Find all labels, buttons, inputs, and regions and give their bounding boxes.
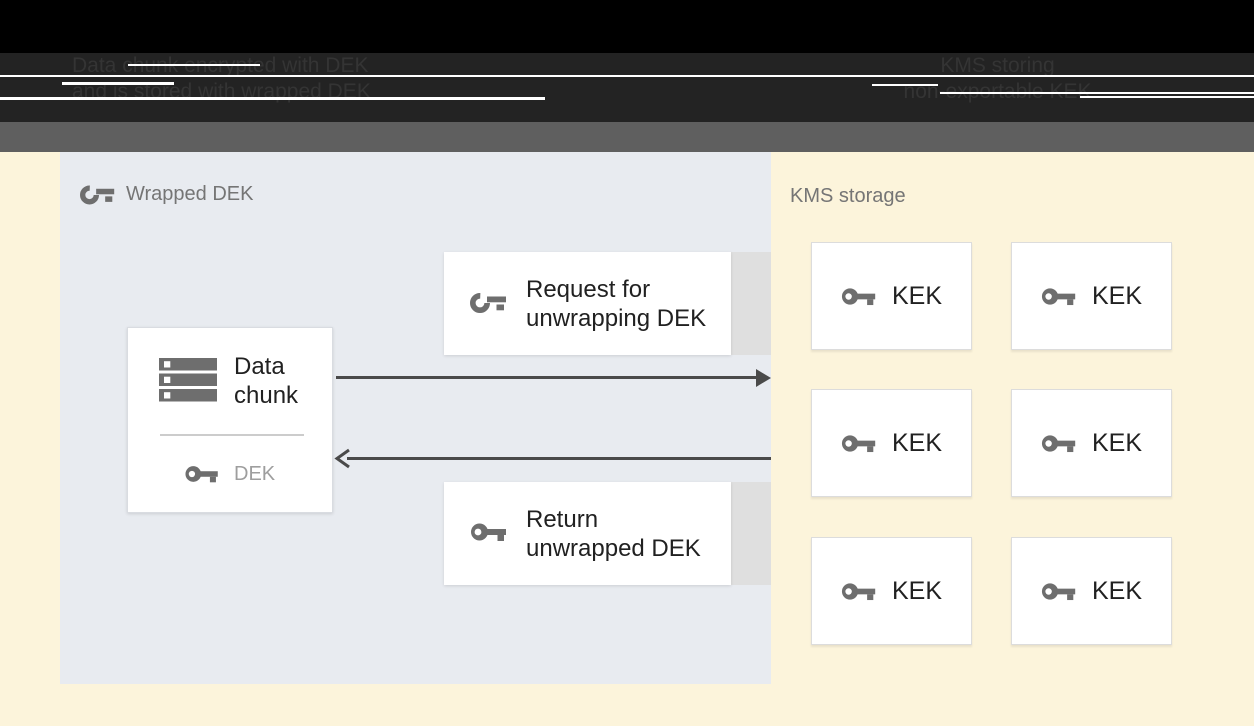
artifact-line (872, 84, 938, 86)
header-right-caption: KMS storing non-exportable KEK (895, 53, 1100, 105)
kek-label: KEK (1091, 576, 1143, 605)
key-icon (841, 431, 879, 456)
data-chunk-stack-icon (159, 358, 218, 402)
data-chunk-box: Data chunk DEK (127, 327, 333, 513)
request-unwrapping-dek-box: Request for unwrapping DEK (444, 252, 731, 355)
wrapped-dek-panel: Wrapped DEK Data chunk DEK Request for u… (60, 152, 771, 684)
kek-box: KEK (1011, 537, 1172, 645)
request-arrow (336, 368, 771, 388)
wrapped-dek-panel-title: Wrapped DEK (126, 183, 254, 205)
return-arrow (334, 448, 771, 470)
artifact-line (1080, 96, 1254, 98)
kek-box: KEK (1011, 242, 1172, 350)
data-chunk-label: Data chunk (234, 353, 299, 409)
data-chunk-divider (160, 434, 304, 436)
wrapped-key-icon (470, 288, 510, 316)
wrapped-key-icon (80, 180, 118, 208)
key-icon (1041, 284, 1079, 309)
kek-box: KEK (811, 537, 972, 645)
key-icon (184, 462, 222, 486)
artifact-line (940, 92, 1254, 94)
key-icon (1041, 431, 1079, 456)
artifact-line (0, 97, 545, 100)
kek-label: KEK (1091, 428, 1143, 457)
dek-label: DEK (234, 463, 276, 485)
request-box-label: Request for unwrapping DEK (526, 276, 707, 332)
gray-divider-bar (0, 122, 1254, 152)
key-icon (841, 284, 879, 309)
artifact-line (0, 75, 1254, 77)
arrowhead-right-icon (756, 369, 771, 387)
kek-label: KEK (1091, 281, 1143, 310)
header-caption-zone (0, 0, 1254, 122)
kek-label: KEK (891, 281, 943, 310)
return-box-label: Return unwrapped DEK (526, 506, 701, 562)
arrowhead-left-icon (334, 448, 350, 469)
kek-label: KEK (891, 428, 943, 457)
kek-box: KEK (1011, 389, 1172, 497)
header-right-caption-line2: non-exportable KEK (903, 80, 1092, 103)
artifact-line (62, 82, 174, 85)
key-icon (470, 518, 510, 546)
key-icon (841, 579, 879, 604)
kms-storage-title: KMS storage (790, 185, 906, 207)
header-black-strip (0, 0, 1254, 53)
artifact-line (128, 64, 260, 66)
key-icon (1041, 579, 1079, 604)
return-unwrapped-dek-box: Return unwrapped DEK (444, 482, 731, 585)
header-right-caption-line1: KMS storing (940, 54, 1055, 77)
kek-label: KEK (891, 576, 943, 605)
request-box-tail (731, 252, 771, 355)
kek-box: KEK (811, 242, 972, 350)
return-box-tail (731, 482, 771, 585)
kek-box: KEK (811, 389, 972, 497)
